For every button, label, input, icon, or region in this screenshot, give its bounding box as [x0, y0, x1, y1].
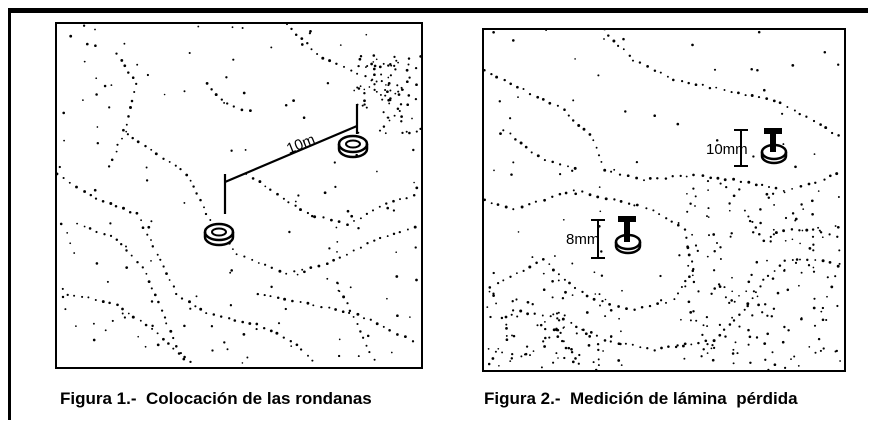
- figure-2-panel: 10mm 8mm: [482, 28, 846, 372]
- figure-2-drawing: 10mm 8mm: [484, 30, 841, 370]
- distance-label: 10m: [284, 131, 317, 158]
- measure-label-upper: 10mm: [706, 141, 748, 158]
- figure-1-drawing: 10m: [57, 24, 421, 364]
- figure-1-caption: Figura 1.- Colocación de las rondanas: [60, 389, 372, 408]
- terrain-stipple: [484, 30, 841, 370]
- measure-bar-lower: [591, 219, 605, 259]
- distance-line: [223, 104, 359, 214]
- washer-pin-upper-icon: [760, 128, 788, 165]
- frame-left-border: [8, 8, 11, 420]
- washer-left-icon: [203, 222, 235, 247]
- washer-pin-lower-icon: [614, 216, 642, 255]
- measure-label-lower: 8mm: [566, 231, 599, 248]
- frame-top-border: [8, 8, 868, 13]
- figure-2-caption: Figura 2.- Medición de lámina pérdida: [484, 389, 798, 408]
- washer-right-icon: [337, 134, 369, 159]
- measure-bar-upper: [734, 129, 748, 167]
- figure-1-panel: 10m: [55, 22, 423, 369]
- terrain-stipple: [57, 24, 421, 364]
